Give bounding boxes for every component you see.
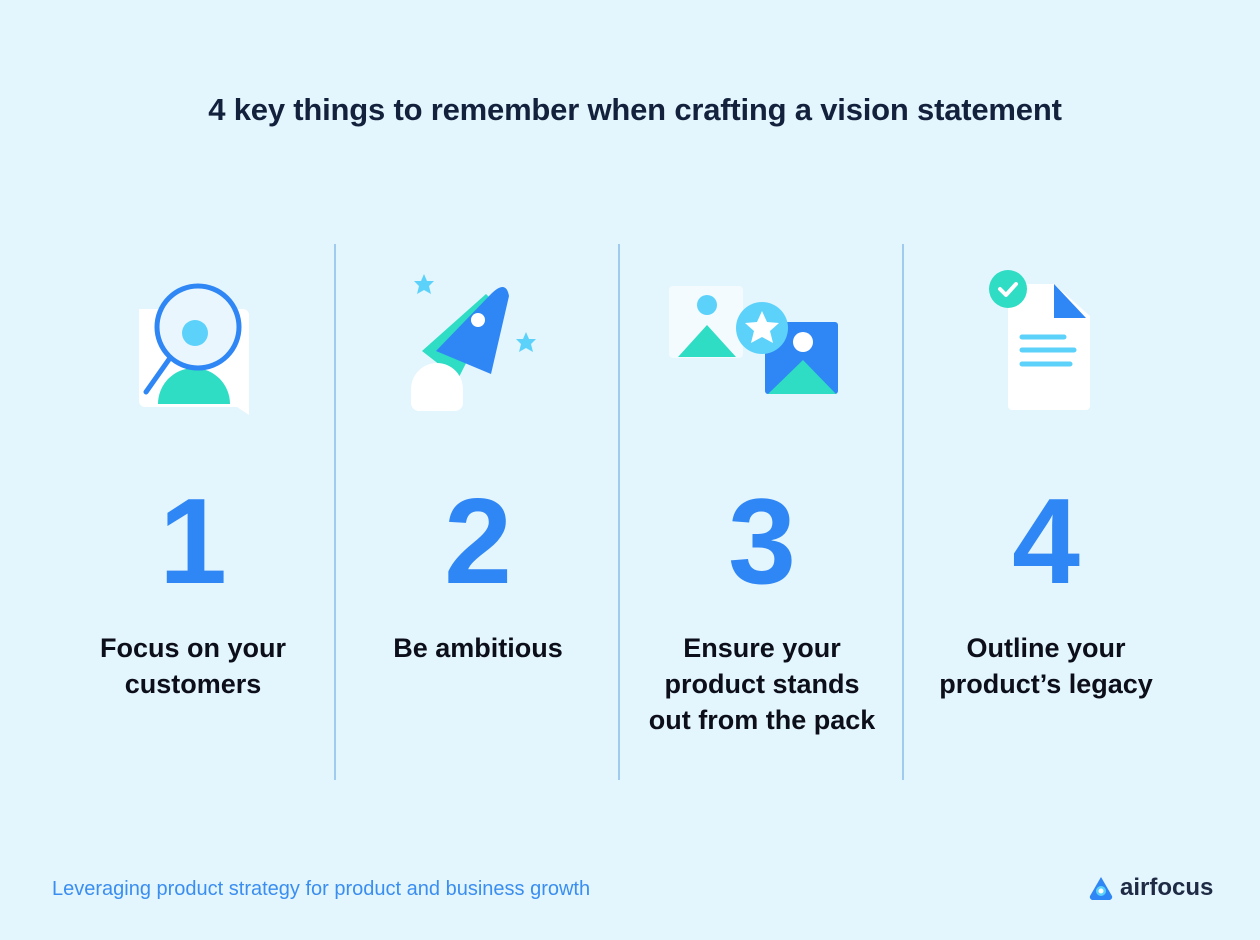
footer-caption: Leveraging product strategy for product … [52,878,591,900]
step-number: 3 [728,473,796,609]
step-4: 4 Outline your product’s legacy [904,244,1188,780]
step-label: Ensure your product stands out from the … [648,633,876,735]
airfocus-logo-icon [1089,877,1113,901]
column-divider [334,244,336,780]
brand-logo: airfocus [1088,872,1213,904]
document-check-icon [989,270,1090,410]
step-3: 3 Ensure your product stands out from th… [620,244,904,780]
step-label: Be ambitious [393,633,563,663]
step-label: Focus on your customers [99,633,286,699]
rocket-icon [411,274,536,411]
step-number: 4 [1012,473,1080,609]
standout-images-icon [669,286,838,394]
column-divider [618,244,620,780]
step-number: 1 [159,473,227,609]
step-number: 2 [444,473,512,609]
column-divider [902,244,904,780]
step-label: Outline your product’s legacy [939,633,1153,699]
step-2: 2 Be ambitious [336,244,620,780]
page-title: 4 key things to remember when crafting a… [208,92,1062,127]
step-1: 1 Focus on your customers [51,244,335,780]
brand-name: airfocus [1120,874,1214,901]
customer-search-icon [139,283,249,415]
